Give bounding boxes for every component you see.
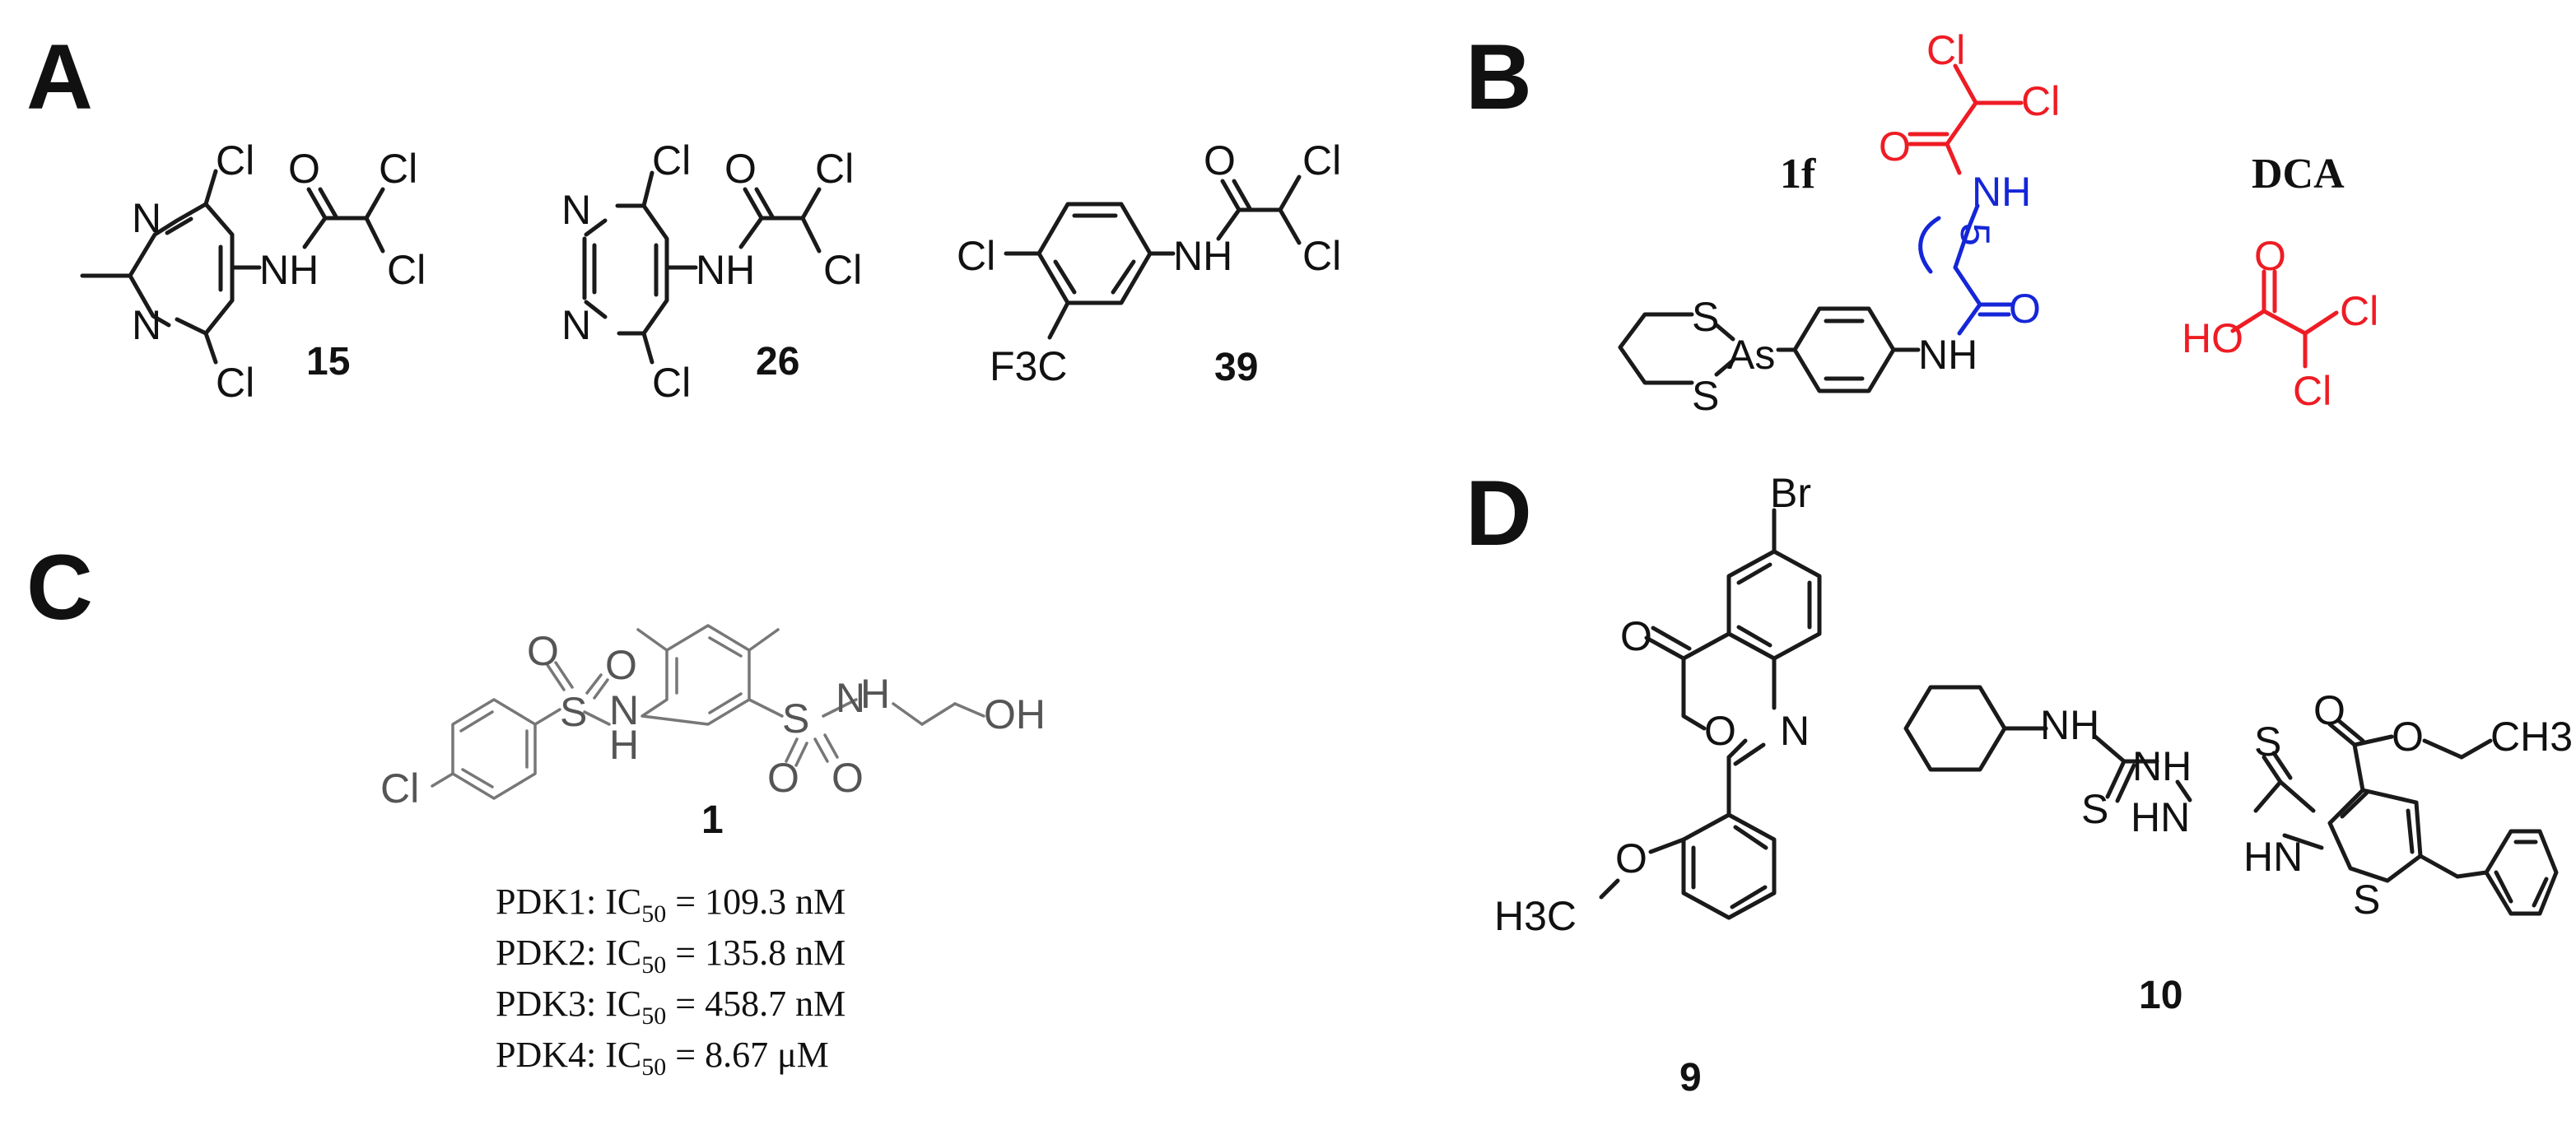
atom-cl: Cl: [2340, 288, 2378, 334]
atom-o: O: [288, 146, 320, 192]
atom-cl: Cl: [815, 146, 854, 192]
atom-o: O: [527, 628, 559, 674]
atom-n: N: [836, 675, 865, 721]
compound-label-1: 1: [701, 798, 724, 842]
atom-hn: HN: [2243, 834, 2303, 880]
atom-ho: HO: [2182, 315, 2243, 361]
atom-n: N: [561, 302, 591, 348]
atom-o: O: [1204, 137, 1236, 184]
atom-nh: NH: [1972, 169, 2031, 215]
atom-cl: Cl: [216, 137, 254, 184]
atom-o: O: [2313, 687, 2345, 733]
atom-o: O: [1704, 708, 1736, 754]
panel-label-c: C: [26, 536, 93, 639]
atom-cl: Cl: [1302, 233, 1341, 279]
atom-o: O: [1620, 613, 1652, 659]
ic50-row-pdk1: PDK1: IC50 = 109.3 nM: [496, 881, 845, 928]
atom-br: Br: [1770, 470, 1811, 516]
compound-9-structure: [1599, 508, 1822, 920]
atom-cl: Cl: [823, 247, 862, 293]
atom-n: N: [132, 302, 161, 348]
atom-o: O: [2009, 286, 2041, 332]
atom-n: N: [132, 195, 161, 241]
atom-h: H: [609, 722, 639, 768]
atom-nh: NH: [2132, 743, 2192, 789]
atom-hn: HN: [2131, 794, 2190, 840]
atom-oh: OH: [984, 691, 1046, 737]
panel-label-b: B: [1465, 26, 1532, 128]
ic50-row-pdk3: PDK3: IC50 = 458.7 nM: [496, 984, 845, 1030]
atom-cl: Cl: [2021, 78, 2060, 124]
atom-n: N: [609, 687, 639, 733]
ic50-table: PDK1: IC50 = 109.3 nM PDK2: IC50 = 135.8…: [496, 881, 845, 1081]
atom-s: S: [2254, 719, 2281, 765]
compound-1f-structure: [1618, 63, 2024, 393]
atom-cl: Cl: [1926, 27, 1965, 73]
atom-nh: NH: [259, 247, 319, 293]
compound-label-39: 39: [1214, 346, 1258, 389]
atom-s: S: [1692, 373, 1719, 419]
atom-as: As: [1727, 332, 1775, 378]
compound-39-structure: [1004, 174, 1302, 340]
ic50-row-pdk4: PDK4: IC50 = 8.67 μM: [496, 1035, 829, 1081]
atom-cl: Cl: [957, 233, 995, 279]
compound-15-structure: [80, 169, 385, 365]
atom-ch3: CH3: [2490, 714, 2573, 760]
compound-label-10: 10: [2139, 974, 2182, 1017]
atom-o: O: [1879, 123, 1911, 170]
chain-repeat-count: 5: [1952, 223, 1998, 246]
atom-cl: Cl: [652, 360, 691, 406]
atom-nh: NH: [1918, 332, 1977, 378]
atom-nh: NH: [2040, 702, 2099, 748]
panel-label-a: A: [26, 26, 93, 128]
atom-n: N: [561, 187, 591, 233]
atom-s: S: [560, 689, 587, 735]
atom-s: S: [782, 695, 809, 742]
atom-nh: NH: [696, 247, 755, 293]
atom-o: O: [605, 642, 637, 688]
compound-label-26: 26: [756, 340, 799, 384]
compound-26-structure: [582, 170, 822, 365]
atom-s: S: [1692, 294, 1719, 340]
atom-cl: Cl: [652, 137, 691, 184]
compound-10-structure: [1903, 685, 2559, 916]
atom-cl: Cl: [2293, 368, 2331, 414]
atom-o: O: [1615, 835, 1647, 881]
compound-label-1f: 1f: [1780, 151, 1816, 198]
compound-label-9: 9: [1679, 1056, 1702, 1100]
atom-cl: Cl: [380, 765, 419, 812]
compound-label-dca: DCA: [2252, 151, 2345, 198]
atom-o: O: [2392, 714, 2424, 760]
atom-n: N: [1780, 708, 1810, 754]
atom-o: O: [724, 146, 757, 192]
atom-cl: Cl: [387, 247, 426, 293]
atom-o: O: [831, 755, 864, 801]
atom-s: S: [2081, 786, 2108, 832]
panel-label-d: D: [1465, 462, 1532, 565]
atom-o: O: [2254, 233, 2286, 279]
atom-f3c: F3C: [990, 343, 1067, 389]
atom-cl: Cl: [1302, 137, 1341, 184]
atom-s: S: [2353, 877, 2380, 923]
atom-o: O: [767, 755, 799, 801]
atom-h3c: H3C: [1494, 893, 1577, 939]
ic50-row-pdk2: PDK2: IC50 = 135.8 nM: [496, 933, 845, 979]
atom-h: H: [860, 671, 890, 717]
atom-cl: Cl: [216, 360, 254, 406]
compound-label-15: 15: [306, 340, 350, 384]
atom-cl: Cl: [379, 146, 417, 192]
atom-nh: NH: [1173, 233, 1232, 279]
compound-1-structure: [431, 624, 985, 800]
compound-dca-structure: [2230, 269, 2339, 369]
